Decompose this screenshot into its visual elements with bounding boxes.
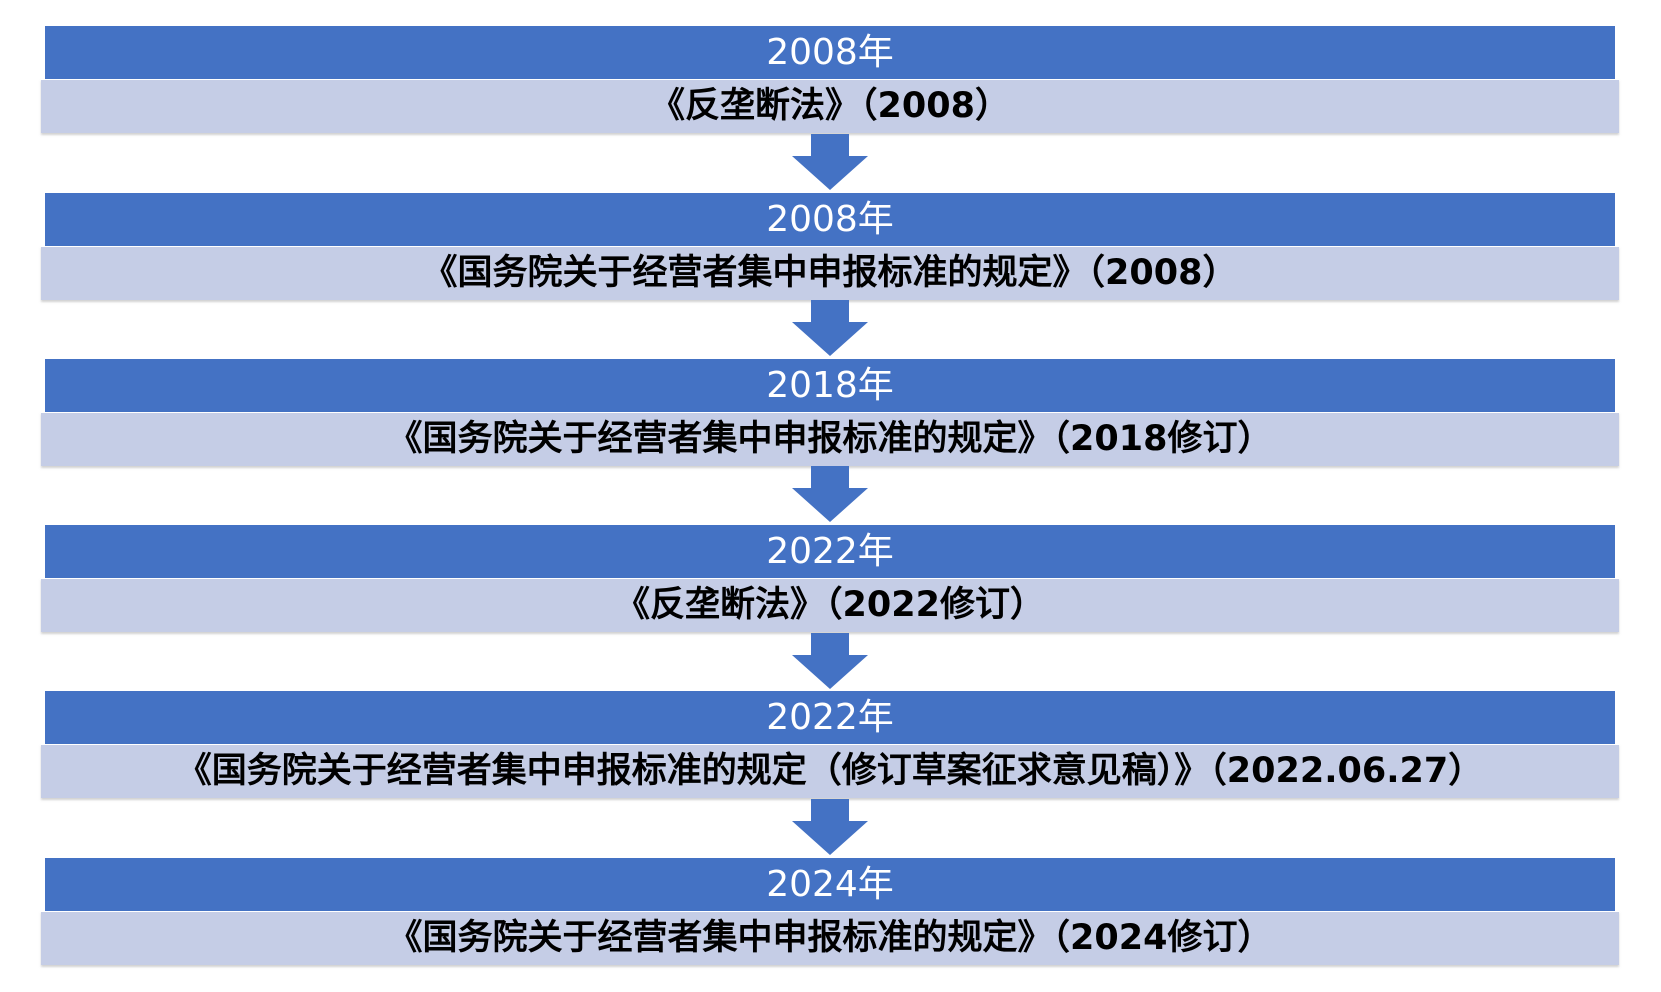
year-bar: 2008年 (45, 26, 1615, 79)
year-bar: 2022年 (45, 691, 1615, 744)
down-arrow-icon (792, 799, 868, 855)
year-bar: 2022年 (45, 525, 1615, 578)
down-arrow-icon (792, 300, 868, 356)
law-title-bar: 《国务院关于经营者集中申报标准的规定（修订草案征求意见稿）》（2022.06.2… (41, 744, 1619, 798)
year-bar: 2024年 (45, 858, 1615, 911)
down-arrow-icon (792, 466, 868, 522)
year-bar: 2008年 (45, 193, 1615, 246)
law-title-bar: 《国务院关于经营者集中申报标准的规定》（2024修订） (41, 911, 1619, 965)
law-title-bar: 《国务院关于经营者集中申报标准的规定》（2008） (41, 246, 1619, 300)
down-arrow-icon (792, 134, 868, 190)
down-arrow-icon (792, 633, 868, 689)
year-bar: 2018年 (45, 359, 1615, 412)
law-title-bar: 《反垄断法》（2022修订） (41, 578, 1619, 632)
law-title-bar: 《反垄断法》（2008） (41, 79, 1619, 133)
law-title-bar: 《国务院关于经营者集中申报标准的规定》（2018修订） (41, 412, 1619, 466)
